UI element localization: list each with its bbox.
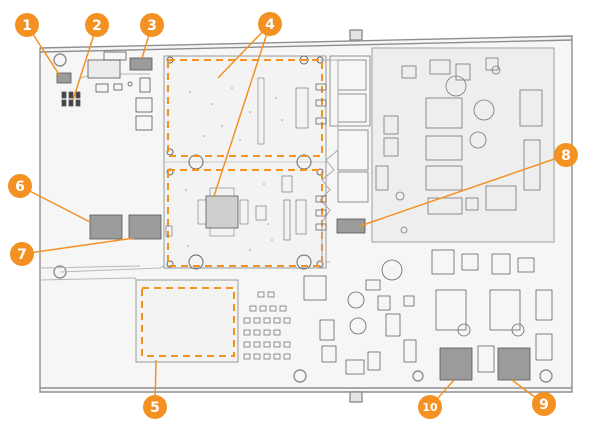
component-9 (497, 347, 531, 381)
callout-5-label: 5 (150, 400, 160, 416)
small-pad (165, 225, 173, 237)
callout-10: 10 (418, 395, 442, 419)
callout-1-badge (15, 13, 39, 37)
callout-4-label: 4 (265, 17, 275, 33)
callout-2-label: 2 (92, 18, 102, 34)
callout-7-label: 7 (17, 247, 27, 263)
component-6 (89, 214, 123, 240)
component-8 (336, 218, 366, 234)
callout-6-badge (8, 174, 32, 198)
top-left-components (61, 51, 153, 131)
callout-9: 9 (532, 392, 556, 416)
callout-9-badge (532, 392, 556, 416)
callout-5-badge (143, 395, 167, 419)
callout-1-label: 1 (22, 18, 32, 34)
pad-grid (243, 291, 291, 360)
callout-9-label: 9 (539, 397, 549, 413)
callout-8-label: 8 (561, 148, 571, 164)
callout-4-badge (258, 12, 282, 36)
trace-mid (319, 59, 339, 262)
callout-3-badge (140, 13, 164, 37)
component-3 (129, 57, 153, 71)
module-4 (163, 55, 327, 270)
callout-8: 8 (554, 143, 578, 167)
callout-7-badge (10, 242, 34, 266)
callout-3: 3 (140, 13, 164, 37)
component-1 (56, 72, 72, 84)
callout-8-badge (554, 143, 578, 167)
callout-2-badge (85, 13, 109, 37)
callout-7: 7 (10, 242, 34, 266)
lower-right-components (303, 249, 553, 375)
callout-2: 2 (85, 13, 109, 37)
callout-5: 5 (143, 395, 167, 419)
callout-6: 6 (8, 174, 32, 198)
callout-4: 4 (258, 12, 282, 36)
power-board (329, 47, 555, 243)
callout-1: 1 (15, 13, 39, 37)
callout-3-label: 3 (147, 18, 157, 34)
highlight-5 (141, 287, 235, 357)
component-7 (128, 214, 162, 240)
callout-6-label: 6 (15, 179, 25, 195)
callout-10-badge (418, 395, 442, 419)
component-10 (439, 347, 473, 381)
callout-10-label: 10 (422, 401, 438, 414)
highlight-4 (167, 59, 323, 267)
side-connectors (315, 83, 327, 231)
area-5-box (135, 279, 239, 363)
